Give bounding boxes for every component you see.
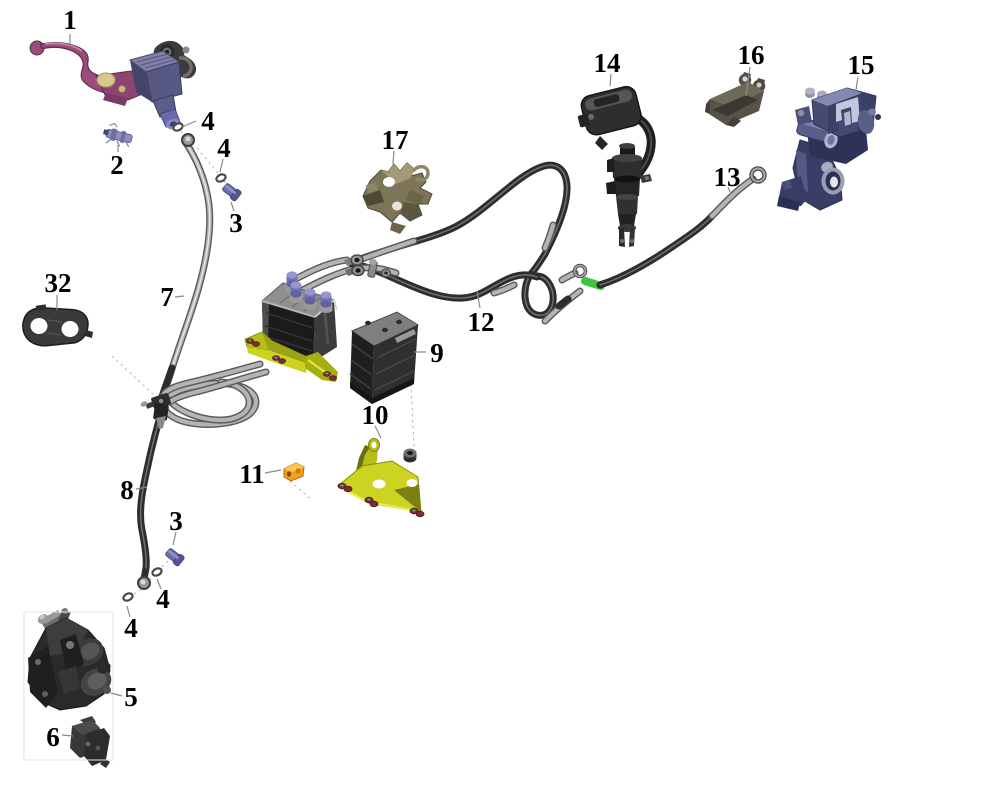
svg-text:4: 4 — [201, 106, 215, 136]
svg-text:14: 14 — [594, 48, 621, 78]
svg-text:13: 13 — [714, 162, 741, 192]
svg-text:16: 16 — [738, 40, 765, 70]
svg-text:3: 3 — [229, 208, 243, 238]
svg-text:15: 15 — [848, 50, 875, 80]
svg-text:9: 9 — [430, 338, 444, 368]
svg-text:10: 10 — [362, 400, 389, 430]
svg-text:7: 7 — [160, 282, 174, 312]
svg-text:4: 4 — [217, 133, 231, 163]
svg-text:5: 5 — [124, 682, 138, 712]
svg-text:4: 4 — [124, 613, 138, 643]
svg-text:32: 32 — [45, 268, 72, 298]
svg-text:2: 2 — [110, 150, 124, 180]
svg-text:12: 12 — [468, 307, 495, 337]
svg-text:17: 17 — [382, 125, 409, 155]
svg-text:6: 6 — [46, 722, 60, 752]
svg-text:4: 4 — [156, 584, 170, 614]
svg-text:3: 3 — [169, 506, 183, 536]
svg-text:11: 11 — [239, 459, 265, 489]
svg-text:1: 1 — [63, 5, 77, 35]
svg-text:8: 8 — [120, 475, 134, 505]
